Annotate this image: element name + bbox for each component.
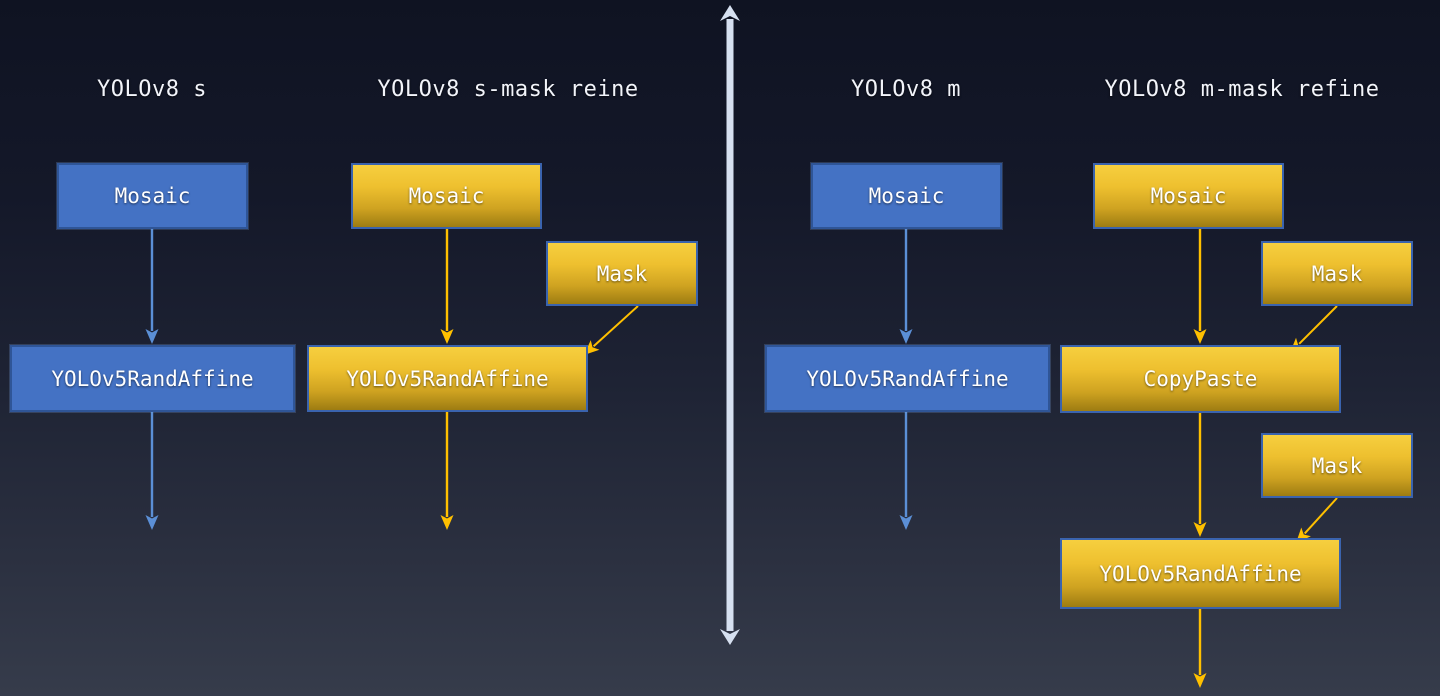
arrow-mosaic-to-randaffine [899, 229, 913, 344]
node-label: Mosaic [868, 184, 945, 208]
column-title-yolov8-m-mask-refine: YOLOv8 m-mask refine [1104, 77, 1380, 102]
arrow-randaffine-to-output [899, 412, 913, 530]
arrow-mosaic-to-copypaste [1193, 229, 1207, 344]
column-title-yolov8-s-mask-reine: YOLOv8 s-mask reine [377, 77, 639, 102]
node-label: YOLOv5RandAffine [346, 366, 549, 391]
arrow-mosaic-to-randaffine [440, 229, 454, 344]
arrow-randaffine-to-output [440, 412, 454, 530]
node-label: Mosaic [114, 184, 191, 208]
node-label: YOLOv5RandAffine [51, 366, 254, 391]
node-label: CopyPaste [1143, 367, 1258, 391]
node-label: YOLOv5RandAffine [1099, 561, 1302, 586]
node-label: YOLOv5RandAffine [806, 366, 1009, 391]
arrow-copypaste-to-randaffine [1193, 413, 1207, 537]
node-yolov8-s-mask-reine-mask[interactable]: Mask [546, 241, 698, 306]
arrow-randaffine-to-output [1193, 609, 1207, 688]
node-yolov8-m-mask-refine-mask-1[interactable]: Mask [1261, 241, 1413, 306]
node-yolov8-m-mask-refine-mosaic[interactable]: Mosaic [1093, 163, 1284, 229]
column-title-yolov8-m: YOLOv8 m [851, 77, 961, 102]
arrow-randaffine-to-output [145, 412, 159, 530]
arrow-mosaic-to-randaffine [145, 229, 159, 344]
node-yolov8-s-mask-reine-yolov5randaffine[interactable]: YOLOv5RandAffine [307, 345, 588, 412]
node-label: Mosaic [408, 184, 485, 208]
node-yolov8-m-mosaic[interactable]: Mosaic [811, 163, 1002, 229]
node-yolov8-m-mask-refine-copypaste[interactable]: CopyPaste [1060, 345, 1341, 413]
node-label: Mask [1311, 453, 1363, 478]
node-label: Mosaic [1150, 184, 1227, 208]
node-yolov8-s-yolov5randaffine[interactable]: YOLOv5RandAffine [10, 345, 295, 412]
node-yolov8-s-mask-reine-mosaic[interactable]: Mosaic [351, 163, 542, 229]
node-label: Mask [1311, 261, 1363, 286]
column-title-yolov8-s: YOLOv8 s [97, 77, 207, 102]
arrow-mask-to-randaffine [584, 305, 639, 355]
node-yolov8-s-mosaic[interactable]: Mosaic [57, 163, 248, 229]
node-yolov8-m-yolov5randaffine[interactable]: YOLOv5RandAffine [765, 345, 1050, 412]
arrow-mask2-to-randaffine [1296, 497, 1338, 543]
node-yolov8-m-mask-refine-yolov5randaffine[interactable]: YOLOv5RandAffine [1060, 538, 1341, 609]
node-yolov8-m-mask-refine-mask-2[interactable]: Mask [1261, 433, 1413, 498]
node-label: Mask [596, 261, 648, 286]
